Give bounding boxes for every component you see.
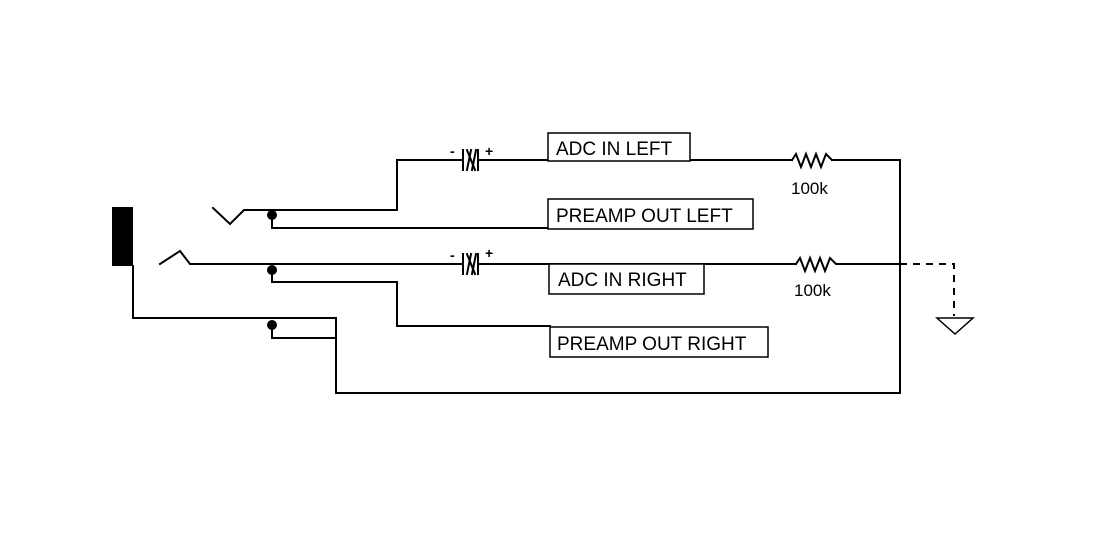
adc-in-right-label: ADC IN RIGHT	[558, 270, 687, 291]
right-cap-plus: +	[485, 245, 493, 261]
right-tip-contact	[158, 249, 464, 266]
preamp-out-left-box: PREAMP OUT LEFT	[547, 198, 754, 230]
right-resistor	[794, 255, 901, 274]
jack-sleeve-body	[112, 207, 133, 266]
sleeve-junction-dot	[267, 320, 277, 330]
ground-dashed-wire	[900, 263, 955, 316]
adc-in-left-box: ADC IN LEFT	[547, 132, 691, 162]
left-junction-dot	[267, 210, 277, 220]
left-capacitor: - +	[450, 143, 493, 172]
right-preamp-wire	[271, 269, 551, 327]
adc-in-left-label: ADC IN LEFT	[556, 139, 673, 160]
ground-symbol	[935, 317, 975, 336]
sleeve-junction-wire	[271, 324, 337, 339]
preamp-out-right-label: PREAMP OUT RIGHT	[557, 334, 747, 355]
left-tip-contact	[211, 159, 464, 226]
adc-in-right-box: ADC IN RIGHT	[548, 263, 705, 295]
right-resistor-value: 100k	[794, 281, 831, 300]
left-preamp-wire	[271, 214, 549, 229]
preamp-out-right-box: PREAMP OUT RIGHT	[549, 326, 769, 358]
left-resistor-value: 100k	[791, 179, 828, 198]
left-cap-plus: +	[485, 143, 493, 159]
left-cap-minus: -	[450, 143, 455, 159]
left-resistor	[790, 151, 834, 170]
sleeve-ground-wire	[132, 159, 901, 394]
preamp-out-left-label: PREAMP OUT LEFT	[556, 206, 733, 227]
right-capacitor: - +	[450, 245, 493, 276]
right-cap-minus: -	[450, 247, 455, 263]
right-junction-dot	[267, 265, 277, 275]
